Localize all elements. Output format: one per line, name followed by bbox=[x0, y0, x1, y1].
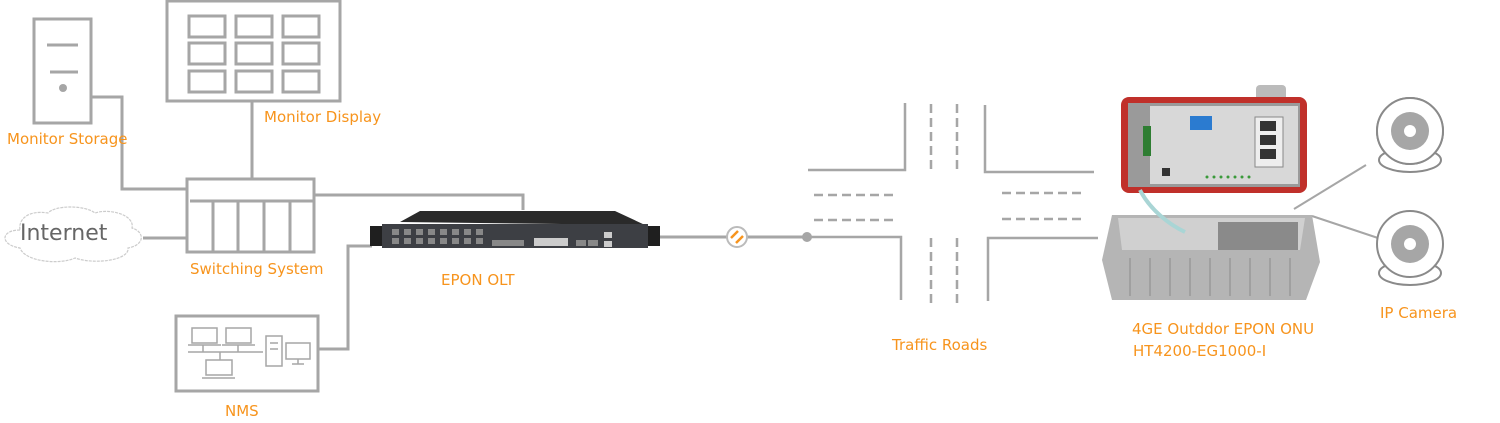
internet-cloud-icon bbox=[4, 206, 142, 263]
epon-olt-device bbox=[370, 211, 660, 248]
monitor-storage-icon bbox=[32, 17, 93, 125]
switching-system-label: Switching System bbox=[190, 260, 324, 278]
nms-label: NMS bbox=[225, 402, 259, 420]
ip-camera-icon bbox=[1376, 97, 1444, 173]
traffic-roads-icon bbox=[808, 103, 1098, 304]
nms-icon bbox=[174, 314, 320, 393]
monitor-display-label: Monitor Display bbox=[264, 108, 382, 126]
optical-splitter-icon bbox=[726, 226, 748, 248]
outdoor-onu-device bbox=[1102, 85, 1320, 300]
onu-model-label: 4GE Outddor EPON ONU bbox=[1132, 320, 1315, 338]
ip-camera-icon bbox=[1376, 210, 1444, 286]
ip-camera-label: IP Camera bbox=[1380, 304, 1458, 322]
monitor-storage-label: Monitor Storage bbox=[7, 130, 128, 148]
internet-label: Internet bbox=[20, 221, 108, 246]
switching-system-icon bbox=[185, 177, 316, 254]
onu-part-number-label: HT4200-EG1000-I bbox=[1133, 342, 1267, 360]
monitor-display-icon bbox=[165, 0, 342, 103]
epon-olt-label: EPON OLT bbox=[441, 271, 515, 289]
traffic-roads-label: Traffic Roads bbox=[892, 336, 988, 354]
junction-dot bbox=[802, 232, 812, 242]
